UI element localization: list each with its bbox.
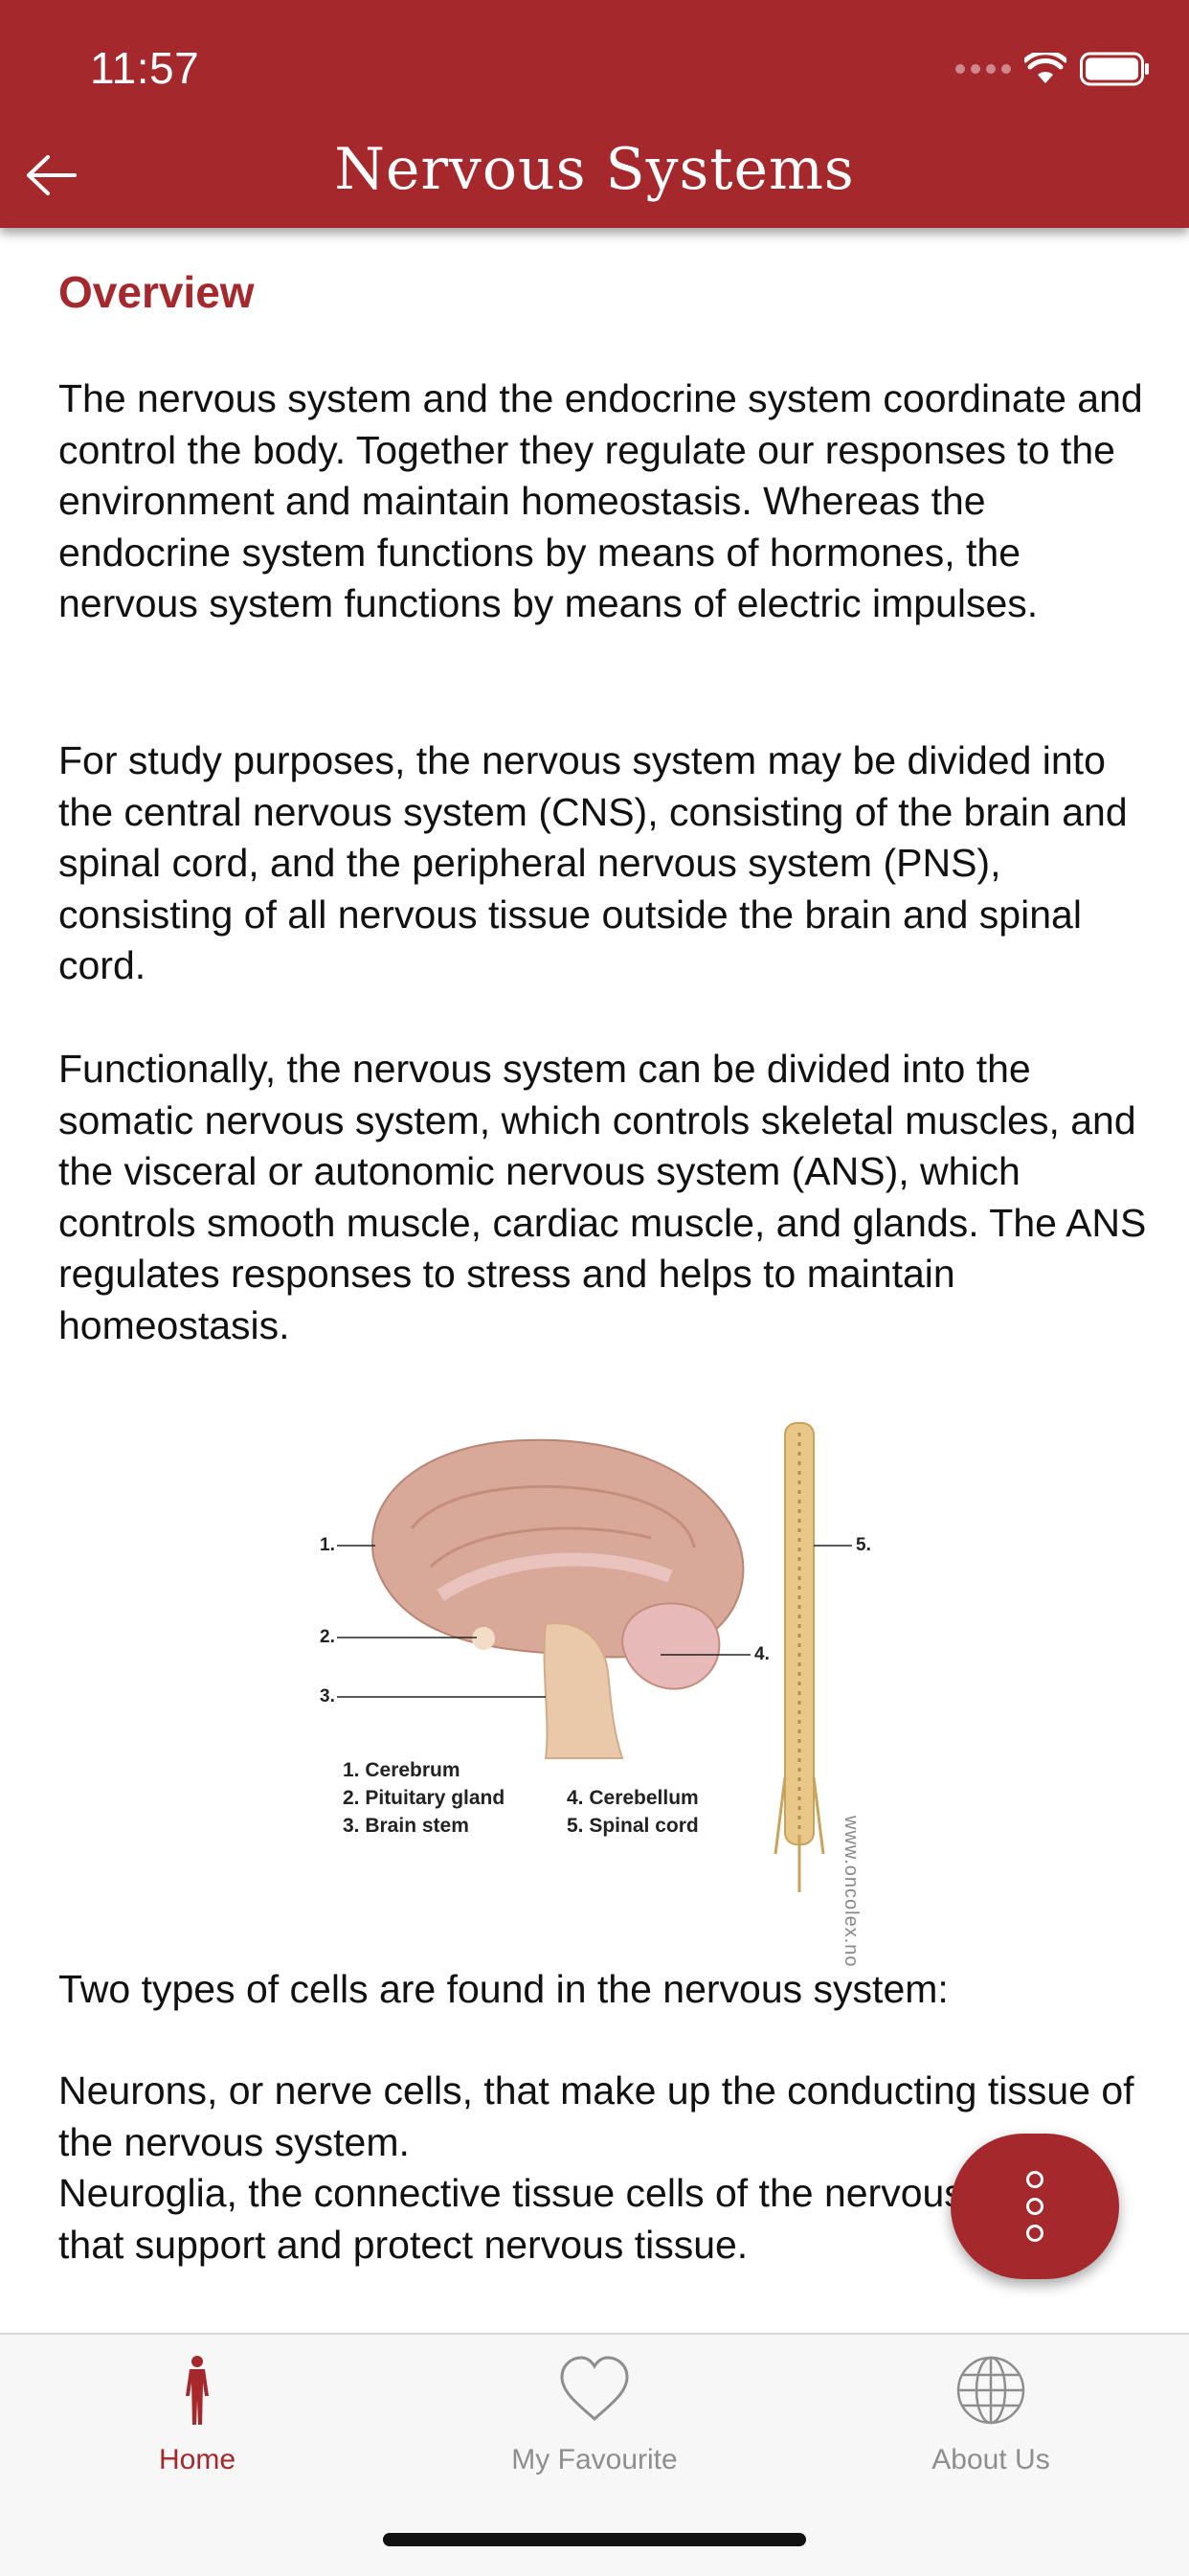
brain-spinal-cord-figure: 1. 2. 3. 4. 5. 1. Cerebrum 2. Pituitary … [306,1413,900,1968]
arrow-left-icon [27,155,77,195]
article-content[interactable]: Overview The nervous system and the endo… [0,228,1189,2333]
app-header: 11:57 Nervous Systems [0,0,1189,228]
tab-my-favourite[interactable]: My Favourite [451,2354,738,2488]
callout-1: 1. [320,1535,335,1555]
tab-home[interactable]: Home [54,2354,341,2488]
paragraph-functional: Functionally, the nervous system can be … [58,1047,1147,1347]
tab-about-us[interactable]: About Us [847,2354,1134,2488]
legend-item: 4. Cerebellum [567,1787,699,1809]
cellular-signal-icon [955,64,1011,74]
battery-icon [1080,52,1149,86]
more-vertical-icon-dot [1026,2198,1043,2215]
paragraph-divisions: For study purposes, the nervous system m… [58,738,1128,987]
figure-watermark: www.oncolex.no [841,1816,862,1968]
legend-item: 1. Cerebrum [343,1759,460,1781]
paragraph-cell-types: Two types of cells are found in the nerv… [58,1967,949,2011]
more-options-button[interactable] [951,2134,1119,2279]
tab-label: About Us [931,2444,1050,2475]
legend-item: 3. Brain stem [343,1815,469,1837]
callout-2: 2. [320,1627,335,1647]
brain-illustration [337,1422,852,1892]
callout-5: 5. [856,1535,871,1555]
tab-label: My Favourite [511,2444,678,2475]
section-heading: Overview [58,267,255,317]
more-vertical-icon-dot [1026,2225,1043,2242]
paragraph-intro: The nervous system and the endocrine sys… [58,376,1143,625]
globe-icon [956,2356,1025,2425]
legend-item: 5. Spinal cord [567,1815,699,1837]
heart-icon [560,2356,629,2422]
more-vertical-icon [1026,2171,1043,2188]
legend-item: 2. Pituitary gland [343,1787,505,1809]
wifi-icon [1024,53,1066,83]
figure-legend-left: 1. Cerebrum 2. Pituitary gland 3. Brain … [343,1756,505,1840]
tab-label: Home [158,2444,236,2475]
human-body-icon [186,2356,209,2425]
callout-3: 3. [320,1686,335,1706]
figure-legend-right: 4. Cerebellum 5. Spinal cord [567,1784,699,1840]
back-button[interactable] [21,151,82,199]
home-indicator[interactable] [383,2533,806,2546]
status-indicators [955,50,1151,88]
status-time: 11:57 [90,43,200,93]
callout-4: 4. [754,1644,770,1664]
page-title: Nervous Systems [334,136,855,203]
